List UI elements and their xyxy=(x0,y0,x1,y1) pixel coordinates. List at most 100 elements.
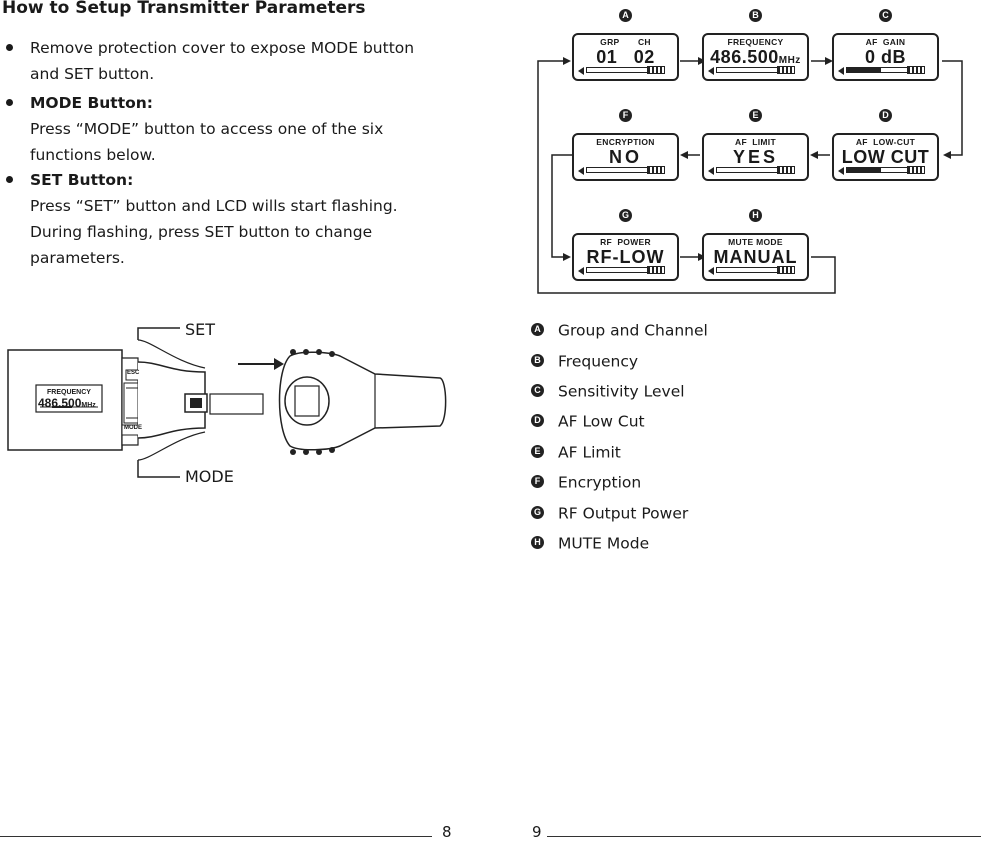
set-button xyxy=(123,382,139,424)
lcd-frequency: FREQUENCY 486.500MHz xyxy=(702,33,809,81)
speaker-icon xyxy=(838,167,844,175)
legend-item-e: E AF Limit xyxy=(531,443,621,465)
badge-h: H xyxy=(749,209,762,222)
lcd-value: 0 dB xyxy=(864,47,906,67)
badge-g: G xyxy=(619,209,632,222)
arrow-head xyxy=(274,358,284,370)
device-lcd-unit: MHz xyxy=(81,402,96,409)
page-number-left: 8 xyxy=(442,823,452,841)
bullet-dot xyxy=(6,176,13,183)
legend-text: AF Limit xyxy=(558,443,621,462)
speaker-icon xyxy=(578,267,584,275)
footer-rule-left xyxy=(0,836,432,837)
level-bar xyxy=(716,267,780,273)
legend-item-d: D AF Low Cut xyxy=(531,412,645,434)
badge-f: F xyxy=(619,109,632,122)
lcd-value: LOW CUT xyxy=(841,147,930,167)
mode-label: MODE xyxy=(185,467,234,486)
battery-compartment xyxy=(209,393,264,415)
legend-text: RF Output Power xyxy=(558,504,689,523)
badge-c: C xyxy=(879,9,892,22)
page-number-right: 9 xyxy=(532,823,542,841)
battery-icon xyxy=(647,266,665,274)
footer-rule-right xyxy=(547,836,981,837)
speaker-icon xyxy=(708,267,714,275)
device-lcd-freq: 486.500 xyxy=(38,396,82,410)
battery-icon xyxy=(647,166,665,174)
lcd-freq: 486.500 xyxy=(710,47,779,67)
lcd-value: RF-LOW xyxy=(586,247,665,267)
badge-b: B xyxy=(749,9,762,22)
speaker-icon xyxy=(708,67,714,75)
legend-item-f: F Encryption xyxy=(531,473,641,495)
level-bar xyxy=(716,167,780,173)
transmitter-illustration xyxy=(7,327,447,478)
level-bar xyxy=(846,167,910,173)
lcd-af-limit: AF LIMIT YES xyxy=(702,133,809,181)
level-bar xyxy=(586,267,650,273)
esc-label: ESC xyxy=(127,370,140,376)
lcd-label: FREQUENCY xyxy=(727,37,784,47)
legend-text: Sensitivity Level xyxy=(558,382,685,401)
battery-icon xyxy=(777,166,795,174)
legend-item-g: G RF Output Power xyxy=(531,504,688,526)
lcd-rf-power: RF POWER RF-LOW xyxy=(572,233,679,281)
bullet-text: Remove protection cover to expose MODE b… xyxy=(30,39,415,83)
badge-d: D xyxy=(879,109,892,122)
bullet-dot xyxy=(6,99,13,106)
battery-icon xyxy=(777,66,795,74)
bullet-heading: MODE Button: xyxy=(30,94,154,112)
mode-callout-line xyxy=(137,460,180,478)
battery-icon xyxy=(907,166,925,174)
legend-item-b: B Frequency xyxy=(531,352,638,374)
badge-c: C xyxy=(531,384,544,397)
legend-text: Group and Channel xyxy=(558,321,708,340)
level-bar xyxy=(586,167,650,173)
legend-item-a: A Group and Channel xyxy=(531,321,708,343)
set-label: SET xyxy=(185,320,216,339)
level-bar xyxy=(716,67,780,73)
legend-item-c: C Sensitivity Level xyxy=(531,382,685,404)
lcd-label: RF POWER xyxy=(600,237,651,247)
lcd-af-low-cut: AF LOW-CUT LOW CUT xyxy=(832,133,939,181)
lcd-value: NO xyxy=(609,147,642,167)
level-bar xyxy=(846,67,910,73)
lcd-label: AF LIMIT xyxy=(735,137,776,147)
legend-text: AF Low Cut xyxy=(558,412,645,431)
badge-e: E xyxy=(749,109,762,122)
battery-icon xyxy=(907,66,925,74)
legend-text: Encryption xyxy=(558,473,642,492)
legend-text: Frequency xyxy=(558,352,639,371)
speaker-icon xyxy=(578,167,584,175)
badge-a: A xyxy=(619,9,632,22)
lcd-label: AF GAIN xyxy=(865,37,906,47)
speaker-icon xyxy=(708,167,714,175)
lcd-label: GRP CH xyxy=(600,37,651,47)
battery-icon xyxy=(647,66,665,74)
legend-text: MUTE Mode xyxy=(558,534,650,553)
mode-small-label: MODE xyxy=(124,425,142,431)
lcd-value: YES xyxy=(732,147,779,167)
bullet-remove-cover: Remove protection cover to expose MODE b… xyxy=(6,35,446,87)
lcd-label: MUTE MODE xyxy=(728,237,783,247)
device-lcd-label: FREQUENCY xyxy=(47,389,91,396)
lcd-encryption: ENCRYPTION NO xyxy=(572,133,679,181)
badge-e: E xyxy=(531,445,544,458)
lcd-value: 01 02 xyxy=(596,47,655,67)
badge-f: F xyxy=(531,475,544,488)
bullet-dot xyxy=(6,44,13,51)
badge-g: G xyxy=(531,506,544,519)
flow-connectors xyxy=(537,57,963,294)
bullet-text: Press “MODE” button to access one of the… xyxy=(30,120,384,164)
device-lcd-value: 486.500MHz xyxy=(38,396,102,410)
lcd-value: 486.500MHz xyxy=(704,47,807,68)
lcd-label: ENCRYPTION xyxy=(596,137,655,147)
lcd-mute-mode: MUTE MODE MANUAL xyxy=(702,233,809,281)
badge-b: B xyxy=(531,354,544,367)
badge-a: A xyxy=(531,323,544,336)
bullet-mode-button: MODE Button: Press “MODE” button to acce… xyxy=(6,90,446,168)
lcd-unit: MHz xyxy=(778,55,801,66)
page-title: How to Setup Transmitter Parameters xyxy=(2,0,366,18)
badge-d: D xyxy=(531,414,544,427)
